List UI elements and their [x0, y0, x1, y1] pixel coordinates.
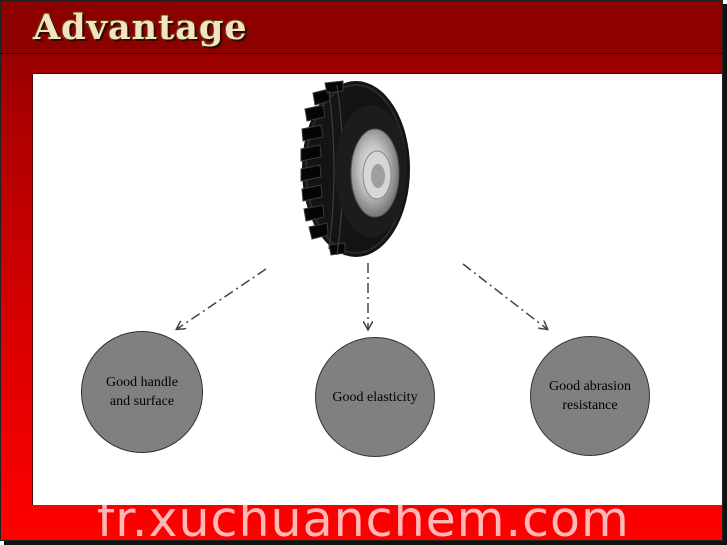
advantage-text: Good handle: [106, 375, 178, 390]
tire-icon: [300, 80, 410, 257]
advantage-text: Good elasticity: [332, 389, 418, 405]
arrow-to-abrasion: [462, 263, 547, 329]
advantage-text: Good abrasion: [548, 379, 632, 394]
advantage-circle-abrasion: Good abrasion resistance: [530, 336, 650, 456]
watermark: fr.xuchuanchem.com: [97, 491, 630, 541]
title-bar: Advantage: [1, 1, 722, 54]
arrow-to-handle: [177, 268, 267, 329]
slide-title: Advantage: [33, 7, 248, 48]
advantage-circle-handle: Good handle and surface: [81, 331, 203, 453]
advantage-circle-elasticity: Good elasticity: [315, 337, 435, 457]
advantage-text: and surface: [109, 394, 175, 409]
advantage-text: resistance: [562, 398, 618, 413]
